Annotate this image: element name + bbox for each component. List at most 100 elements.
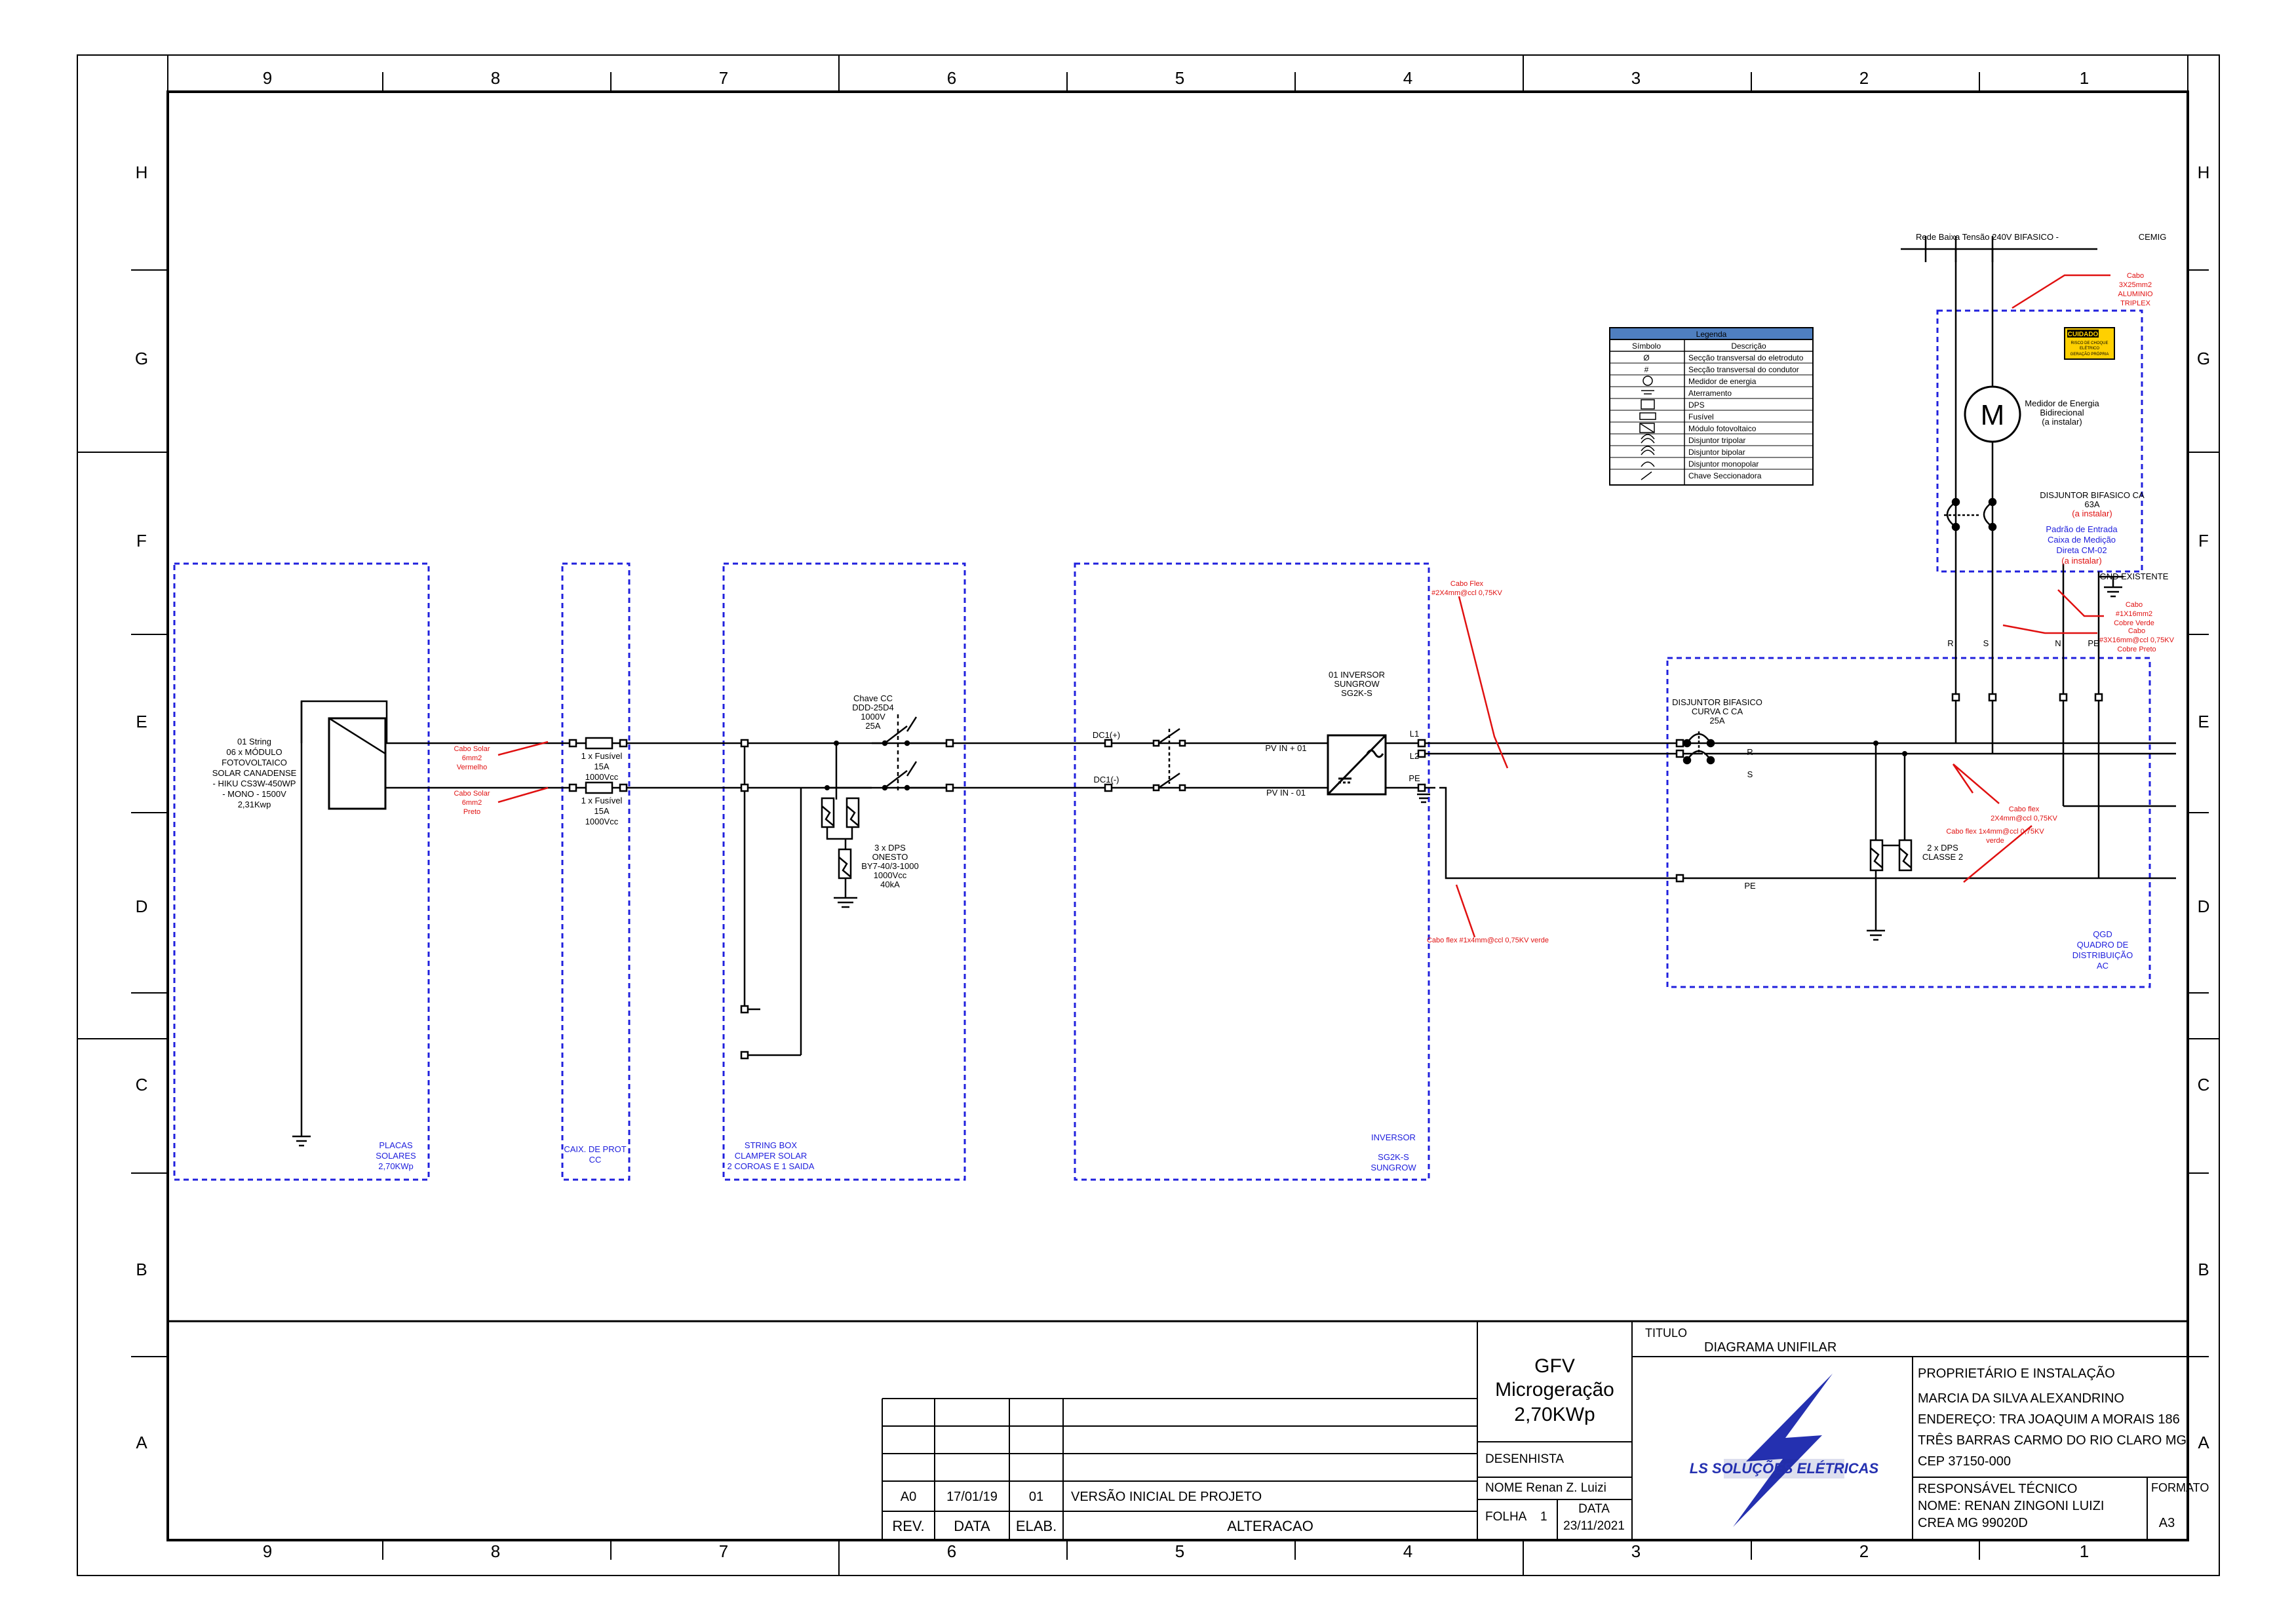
entrada-padrao-labels: Padrão de Entrada Caixa de Medição Diret… <box>2046 524 2118 566</box>
placas-box <box>173 562 430 1181</box>
dashed-boxes <box>173 309 2151 1181</box>
svg-text:CURVA C CA: CURVA C CA <box>1692 706 1743 716</box>
svg-text:Vermelho: Vermelho <box>457 764 487 771</box>
svg-text:PV IN + 01: PV IN + 01 <box>1265 743 1306 753</box>
svg-text:Módulo fotovoltaico: Módulo fotovoltaico <box>1688 424 1757 433</box>
svg-text:Cobre Preto: Cobre Preto <box>2117 646 2156 653</box>
row-label-right: G <box>2197 349 2210 368</box>
svg-text:15A: 15A <box>594 806 609 816</box>
svg-text:DISJUNTOR BIFASICO CA: DISJUNTOR BIFASICO CA <box>2040 490 2145 500</box>
inverter-icon <box>1327 734 1387 796</box>
svg-text:Bidirecional: Bidirecional <box>2040 408 2084 417</box>
inverter-dc-switch-icon <box>1152 727 1186 792</box>
meter-icon <box>1964 385 2021 443</box>
block-labels: PLACAS SOLARES 2,70KWp CAIX. DE PROT CC … <box>376 929 2133 1172</box>
svg-text:3 x DPS: 3 x DPS <box>874 843 906 853</box>
svg-text:QGD: QGD <box>2093 929 2112 939</box>
wiring <box>292 236 2176 1147</box>
svg-text:S: S <box>1983 638 1989 648</box>
inversor-box <box>1074 562 1430 1181</box>
svg-text:25A: 25A <box>1709 716 1724 725</box>
svg-text:(a instalar): (a instalar) <box>2072 509 2112 518</box>
svg-text:R: R <box>1747 747 1753 757</box>
svg-text:2 COROAS E 1 SAIDA: 2 COROAS E 1 SAIDA <box>728 1161 815 1171</box>
svg-text:Ø: Ø <box>1643 353 1649 362</box>
svg-text:ALUMINIO: ALUMINIO <box>2118 290 2153 298</box>
svg-text:Símbolo: Símbolo <box>1632 341 1661 351</box>
row-label-right: H <box>2198 163 2210 182</box>
row-label-right: A <box>2198 1433 2209 1452</box>
svg-text:DC1(-): DC1(-) <box>1094 775 1119 784</box>
svg-text:6mm2: 6mm2 <box>462 754 482 762</box>
svg-text:Cabo Solar: Cabo Solar <box>454 790 490 798</box>
svg-text:1000V: 1000V <box>861 712 885 722</box>
svg-text:15A: 15A <box>594 762 609 771</box>
row-labels: H G F E D C B A H G F E D C B A <box>135 163 2210 1452</box>
svg-text:Padrão de Entrada: Padrão de Entrada <box>2046 524 2118 534</box>
row-label-right: B <box>2198 1260 2209 1279</box>
svg-text:01 INVERSOR: 01 INVERSOR <box>1329 670 1385 680</box>
svg-text:#: # <box>1644 365 1649 374</box>
svg-text:BY7-40/3-1000: BY7-40/3-1000 <box>861 861 918 871</box>
svg-text:2X4mm@ccl 0,75KV: 2X4mm@ccl 0,75KV <box>1991 815 2057 822</box>
svg-text:1000Vcc: 1000Vcc <box>874 870 907 880</box>
svg-text:1 x Fusível: 1 x Fusível <box>581 751 623 761</box>
col-label-bottom: 4 <box>1403 1541 1412 1561</box>
svg-text:Chave CC: Chave CC <box>853 693 893 703</box>
svg-text:SG2K-S: SG2K-S <box>1341 688 1372 698</box>
svg-text:- MONO - 1500V: - MONO - 1500V <box>222 789 286 799</box>
row-label-right: F <box>2198 531 2209 551</box>
col-label-bottom: 5 <box>1175 1541 1184 1561</box>
svg-text:Disjuntor bipolar: Disjuntor bipolar <box>1688 448 1745 457</box>
svg-text:TITULO: TITULO <box>1645 1326 1687 1340</box>
svg-text:Microgeração: Microgeração <box>1495 1379 1614 1401</box>
string-box-box <box>722 562 966 1181</box>
row-label-left: H <box>136 163 148 182</box>
svg-text:2,70KWp: 2,70KWp <box>378 1161 413 1171</box>
title-block-text: TITULO DIAGRAMA UNIFILAR GFV Microgeraçã… <box>892 1326 2209 1534</box>
svg-text:FOTOVOLTAICO: FOTOVOLTAICO <box>222 758 287 767</box>
svg-text:MARCIA DA SILVA ALEXANDRINO: MARCIA DA SILVA ALEXANDRINO <box>1918 1391 2124 1406</box>
svg-text:40kA: 40kA <box>880 880 900 889</box>
svg-text:RESPONSÁVEL TÉCNICO: RESPONSÁVEL TÉCNICO <box>1918 1481 2077 1496</box>
svg-text:Cabo Solar: Cabo Solar <box>454 745 490 753</box>
svg-text:6mm2: 6mm2 <box>462 799 482 807</box>
svg-text:CLAMPER SOLAR: CLAMPER SOLAR <box>735 1151 807 1161</box>
svg-text:Cabo flex 1x4mm@ccl 0,75KV: Cabo flex 1x4mm@ccl 0,75KV <box>1946 828 2044 836</box>
svg-text:GND EXISTENTE: GND EXISTENTE <box>2100 571 2169 581</box>
svg-text:Direta CM-02: Direta CM-02 <box>2056 545 2107 555</box>
col-label-bottom: 3 <box>1631 1541 1641 1561</box>
svg-text:TRÊS BARRAS CARMO DO RIO CLARO: TRÊS BARRAS CARMO DO RIO CLARO MG <box>1918 1433 2187 1448</box>
svg-text:DISTRIBUIÇÃO: DISTRIBUIÇÃO <box>2072 950 2133 960</box>
svg-text:ELÉTRICO: ELÉTRICO <box>2080 346 2099 351</box>
svg-text:2,70KWp: 2,70KWp <box>1514 1404 1595 1425</box>
entrada-box <box>1936 309 2143 573</box>
svg-text:SOLARES: SOLARES <box>376 1151 416 1161</box>
svg-text:CEP 37150-000: CEP 37150-000 <box>1918 1454 2011 1469</box>
col-label-top: 9 <box>263 68 272 88</box>
svg-text:DPS: DPS <box>1688 400 1705 410</box>
cable-leaders <box>497 274 2110 938</box>
svg-text:1000Vcc: 1000Vcc <box>585 817 619 826</box>
svg-text:Disjuntor tripolar: Disjuntor tripolar <box>1688 436 1745 445</box>
meter-letter: M <box>1981 399 2005 431</box>
svg-text:DIAGRAMA UNIFILAR: DIAGRAMA UNIFILAR <box>1704 1340 1837 1355</box>
svg-text:Medidor de Energia: Medidor de Energia <box>2025 398 2099 408</box>
svg-text:ALTERACAO: ALTERACAO <box>1227 1518 1313 1534</box>
svg-text:PE: PE <box>1409 773 1420 783</box>
component-labels: 01 String 06 x MÓDULO FOTOVOLTAICO SOLAR… <box>212 232 2169 891</box>
svg-text:Descrição: Descrição <box>1731 341 1766 351</box>
svg-text:VERSÃO INICIAL DE PROJETO: VERSÃO INICIAL DE PROJETO <box>1071 1488 1262 1504</box>
caixa-prot-box <box>561 562 631 1181</box>
warning-sign <box>2064 327 2115 360</box>
svg-text:#2X4mm@ccl 0,75KV: #2X4mm@ccl 0,75KV <box>1431 589 1502 597</box>
svg-text:2 x DPS: 2 x DPS <box>1927 843 1958 853</box>
svg-text:23/11/2021: 23/11/2021 <box>1563 1519 1625 1533</box>
row-label-right: C <box>2198 1075 2210 1094</box>
company-logo <box>1724 1374 1844 1527</box>
col-label-top: 2 <box>1859 68 1869 88</box>
svg-text:PROPRIETÁRIO E INSTALAÇÃO: PROPRIETÁRIO E INSTALAÇÃO <box>1918 1365 2115 1381</box>
svg-text:25A: 25A <box>865 721 880 731</box>
svg-text:Medidor de energia: Medidor de energia <box>1688 377 1757 386</box>
row-label-left: E <box>136 712 147 731</box>
